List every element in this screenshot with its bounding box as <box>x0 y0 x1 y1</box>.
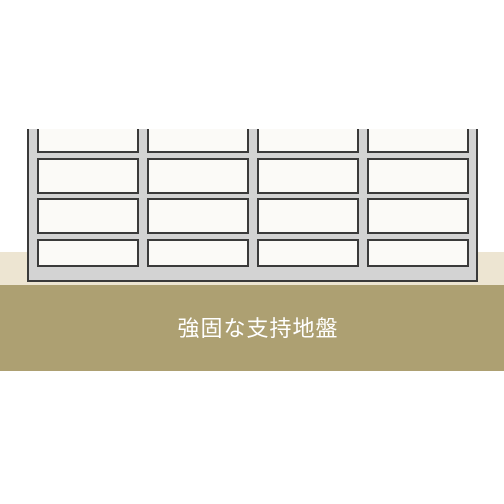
building-panel <box>37 198 139 234</box>
building-panel <box>257 198 359 234</box>
building-panel <box>147 198 249 234</box>
building-panel <box>37 158 139 194</box>
building-panel <box>257 239 359 267</box>
building-panel <box>257 158 359 194</box>
bearing-ground-label: 強固な支持地盤 <box>177 317 338 342</box>
building-panel <box>147 239 249 267</box>
building-panel <box>367 239 469 267</box>
building-panel <box>367 158 469 194</box>
building-panel <box>367 198 469 234</box>
building <box>0 0 504 282</box>
top-crop <box>0 0 504 129</box>
bearing-ground-layer <box>0 285 504 371</box>
building-panel <box>37 239 139 267</box>
building-panel <box>147 158 249 194</box>
